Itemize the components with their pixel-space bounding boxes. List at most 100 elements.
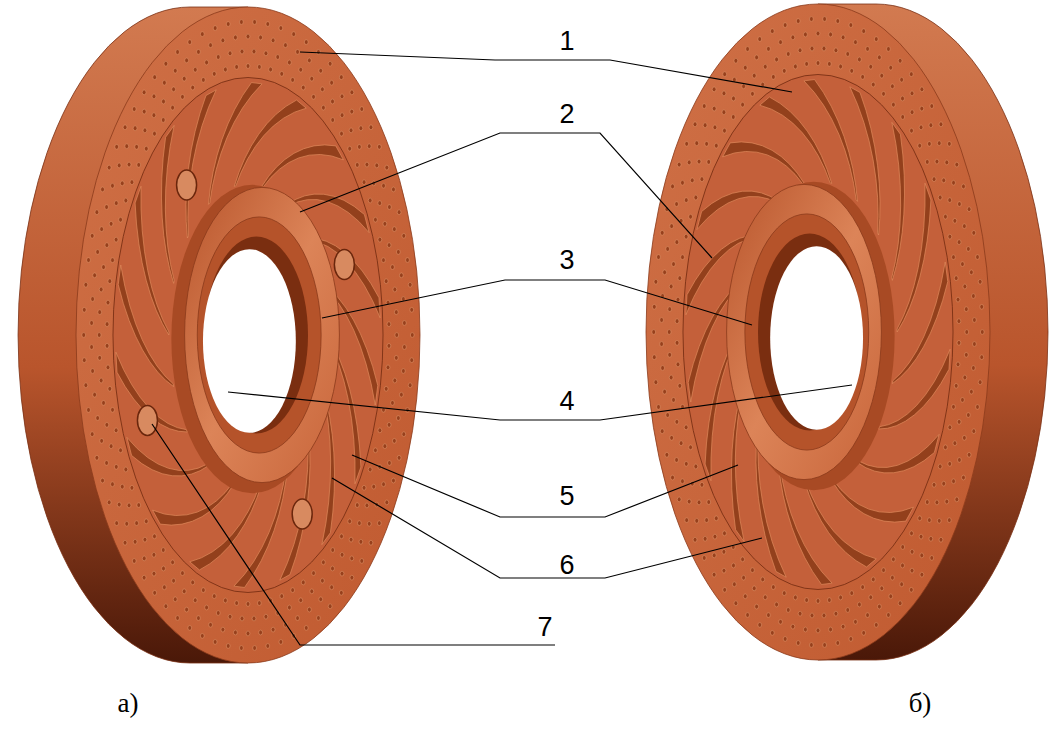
perforation-hole	[693, 537, 697, 542]
perforation-hole	[770, 630, 774, 635]
perforation-hole	[115, 521, 119, 526]
perforation-hole	[880, 73, 884, 78]
perforation-hole	[713, 125, 717, 130]
perforation-hole	[185, 607, 189, 612]
perforation-hole	[401, 369, 405, 374]
perforation-hole	[368, 198, 372, 203]
perforation-hole	[809, 17, 813, 22]
perforation-hole	[816, 599, 820, 604]
perforation-hole	[684, 234, 688, 239]
perforation-hole	[90, 345, 94, 350]
perforation-hole	[707, 159, 711, 164]
perforation-hole	[920, 553, 924, 558]
perforation-hole	[712, 553, 716, 558]
perforation-hole	[654, 279, 658, 284]
perforation-hole	[200, 633, 204, 638]
perforation-hole	[257, 65, 261, 70]
perforation-hole	[839, 64, 843, 69]
perforation-hole	[191, 85, 195, 90]
perforation-hole	[657, 405, 661, 410]
perforation-hole	[130, 485, 134, 490]
perforation-hole	[191, 580, 195, 585]
perforation-hole	[201, 588, 205, 593]
perforation-hole	[675, 419, 679, 424]
perforation-hole	[171, 105, 175, 110]
perforation-hole	[176, 50, 180, 55]
perforation-hole	[874, 37, 878, 42]
perforation-hole	[340, 131, 344, 136]
perforation-hole	[226, 22, 230, 27]
perforation-hole	[956, 297, 960, 302]
perforation-hole	[280, 594, 284, 599]
perforation-hole	[109, 444, 113, 449]
perforation-hole	[82, 307, 86, 312]
perforation-hole	[269, 67, 273, 72]
perforation-hole	[967, 207, 971, 212]
perforation-hole	[751, 568, 755, 573]
perforation-hole	[734, 58, 738, 63]
perforation-hole	[378, 428, 382, 433]
perforation-hole	[953, 441, 957, 446]
perforation-hole	[259, 35, 263, 40]
perforation-hole	[106, 365, 110, 370]
vane	[892, 262, 947, 384]
perforation-hole	[350, 109, 354, 114]
perforation-hole	[339, 590, 343, 595]
perforation-hole	[153, 590, 157, 595]
perforation-hole	[193, 67, 197, 72]
disc-face	[646, 4, 990, 660]
perforation-hole	[271, 627, 275, 632]
perforation-hole	[101, 478, 105, 483]
perforation-hole	[660, 318, 664, 323]
perforation-hole	[360, 559, 364, 564]
perforation-hole	[962, 475, 966, 480]
perforation-hole	[836, 641, 840, 646]
perforation-hole	[703, 123, 707, 128]
perforation-hole	[142, 90, 146, 95]
perforation-hole	[127, 162, 131, 167]
perforation-hole	[877, 55, 881, 60]
perforation-hole	[387, 422, 391, 427]
perforation-hole	[798, 611, 802, 616]
perforation-hole	[304, 40, 308, 45]
perforation-hole	[133, 539, 137, 544]
perforation-hole	[320, 578, 324, 583]
perforation-hole	[822, 46, 826, 51]
perforation-hole	[98, 310, 102, 315]
perforation-hole	[317, 50, 321, 55]
perforation-hole	[786, 52, 790, 57]
perforation-hole	[976, 255, 980, 260]
perforation-hole	[809, 643, 813, 648]
perforation-hole	[193, 598, 197, 603]
perforation-hole	[783, 637, 787, 642]
perforation-hole	[901, 115, 905, 120]
perforation-hole	[779, 619, 783, 624]
hub-step	[197, 217, 321, 453]
perforation-hole	[176, 616, 180, 621]
perforation-hole	[95, 210, 99, 215]
perforation-hole	[689, 214, 693, 219]
perforation-hole	[388, 461, 392, 466]
perforation-hole	[350, 556, 354, 561]
perforation-hole	[957, 340, 961, 345]
perforation-hole	[384, 386, 388, 391]
perforation-hole	[652, 304, 656, 309]
perforation-hole	[707, 500, 711, 505]
perforation-hole	[124, 467, 128, 472]
subfigure-label: б)	[909, 690, 932, 717]
perforation-hole	[132, 559, 136, 564]
callout-number: 3	[559, 247, 574, 274]
perforation-hole	[839, 595, 843, 600]
vane	[832, 480, 914, 522]
perforation-hole	[954, 276, 958, 281]
perforation-hole	[221, 627, 225, 632]
perforation-hole	[705, 141, 709, 146]
perforation-hole	[182, 76, 186, 81]
perforation-hole	[961, 262, 965, 267]
perforation-hole	[961, 397, 965, 402]
perforation-hole	[87, 408, 91, 413]
perforation-hole	[378, 237, 382, 242]
perforation-hole	[111, 482, 115, 487]
perforation-hole	[714, 143, 718, 148]
